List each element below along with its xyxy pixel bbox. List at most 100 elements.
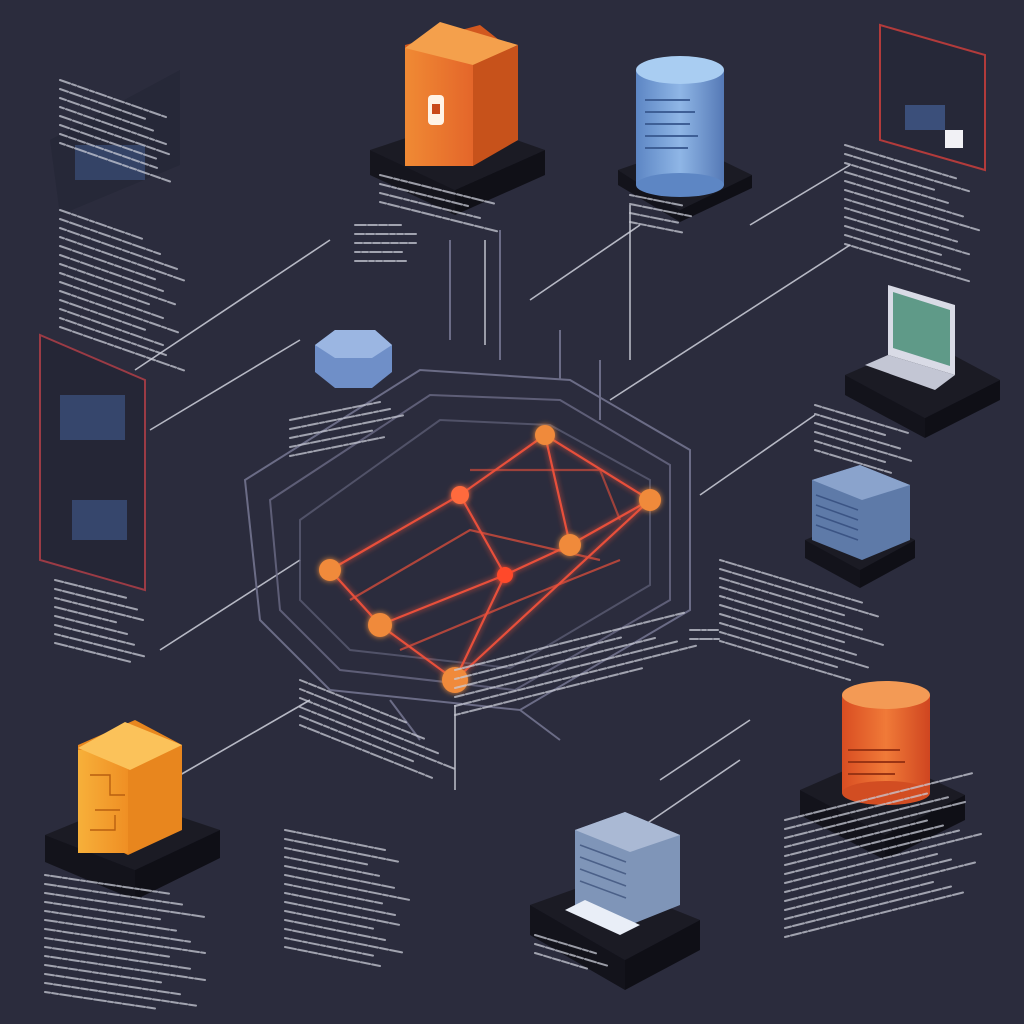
scribble-mark <box>845 659 855 665</box>
scribble-mark <box>851 164 859 168</box>
scribble-mark <box>934 261 943 266</box>
scribble-mark <box>295 451 307 456</box>
scribble-mark <box>338 920 350 925</box>
scribble-mark <box>761 616 772 622</box>
scribble-mark <box>134 995 143 999</box>
scribble-mark <box>308 869 318 874</box>
scribble-mark <box>845 605 858 612</box>
scribble-mark <box>761 589 769 594</box>
scribble-mark <box>970 226 980 232</box>
scribble-mark <box>791 607 800 612</box>
scribble-mark <box>538 672 552 677</box>
scribble-mark <box>839 848 847 853</box>
scribble-mark <box>164 946 170 949</box>
scribble-mark <box>77 85 89 91</box>
scribble-mark <box>823 905 836 911</box>
scribble-mark <box>934 824 944 829</box>
scribble-mark <box>131 315 143 321</box>
scribble-mark <box>810 622 821 627</box>
scribble-mark <box>914 264 922 268</box>
scribble-mark <box>854 192 868 198</box>
scribble-mark <box>336 929 347 934</box>
scribble-mark <box>868 429 874 433</box>
scribble-mark <box>826 913 840 919</box>
scribble-mark <box>784 889 791 893</box>
scribble-mark <box>62 957 68 961</box>
scribble-mark <box>117 657 131 663</box>
scribble-mark <box>802 821 814 826</box>
scribble-mark <box>284 892 291 895</box>
scribble-mark <box>907 234 920 241</box>
scribble-mark <box>299 679 308 684</box>
scribble-mark <box>725 641 737 647</box>
scribble-mark <box>844 144 855 149</box>
scribble-mark <box>352 718 362 724</box>
scribble-mark <box>452 210 466 216</box>
scribble-mark <box>87 281 98 287</box>
scribble-mark <box>387 203 400 208</box>
scribble-mark <box>737 591 746 596</box>
scribble-mark <box>650 216 664 221</box>
scribble-mark <box>815 668 827 674</box>
scribble-mark <box>135 1004 146 1008</box>
scribble-mark <box>604 638 616 643</box>
scribble-mark <box>59 308 67 313</box>
scribble-mark <box>952 801 966 806</box>
scribble-mark <box>188 976 194 980</box>
scribble-mark <box>101 331 113 338</box>
scribble-mark <box>425 774 433 779</box>
scribble-mark <box>859 166 872 172</box>
scribble-mark <box>289 416 303 421</box>
scribble-mark <box>110 602 117 606</box>
scribble-mark <box>815 827 823 832</box>
scribble-mark <box>52 947 65 951</box>
scribble-mark <box>154 341 164 347</box>
scribble-mark <box>331 444 343 449</box>
scribble-mark <box>952 829 960 833</box>
scribble-mark <box>329 718 335 722</box>
scribble-mark <box>456 193 463 197</box>
scribble-mark <box>918 247 928 252</box>
scribble-mark <box>320 944 326 947</box>
scribble-mark <box>391 414 404 419</box>
scribble-mark <box>93 642 103 647</box>
scribble-mark <box>629 221 638 225</box>
scribble-mark <box>101 138 109 143</box>
scribble-mark <box>934 180 943 185</box>
scribble-mark <box>101 120 113 127</box>
scribble-mark <box>875 198 883 203</box>
scribble-mark <box>284 928 292 932</box>
scribble-mark <box>719 595 726 599</box>
scribble-mark <box>368 917 376 921</box>
scribble-mark <box>889 897 903 903</box>
scribble-mark <box>879 901 889 906</box>
scribble-mark <box>875 866 886 871</box>
scribble-mark <box>836 621 845 626</box>
scribble-mark <box>143 337 154 343</box>
scribble-mark <box>299 715 309 721</box>
scribble-mark <box>134 941 146 945</box>
scribble-mark <box>371 963 381 967</box>
scribble-mark <box>547 937 558 943</box>
scribble-mark <box>170 937 184 942</box>
scribble-mark <box>299 706 311 712</box>
scribble-mark <box>517 668 530 674</box>
scribble-mark <box>44 901 53 905</box>
scribble-mark <box>316 934 326 938</box>
scribble-mark <box>325 447 331 450</box>
scribble-mark <box>366 402 373 406</box>
scribble-mark <box>355 861 368 866</box>
scribble-mark <box>808 856 818 860</box>
scribble-mark <box>826 806 837 811</box>
scribble-mark <box>94 136 101 140</box>
scribble-mark <box>899 806 910 811</box>
scribble-mark <box>878 812 886 816</box>
scribble-mark <box>910 199 916 203</box>
scribble-mark <box>367 437 379 442</box>
scribble-mark <box>136 307 143 312</box>
scribble-mark <box>463 222 474 227</box>
scribble-mark <box>338 839 350 844</box>
scribble-mark <box>850 810 856 814</box>
scribble-mark <box>589 669 598 674</box>
scribble-mark <box>931 833 945 839</box>
